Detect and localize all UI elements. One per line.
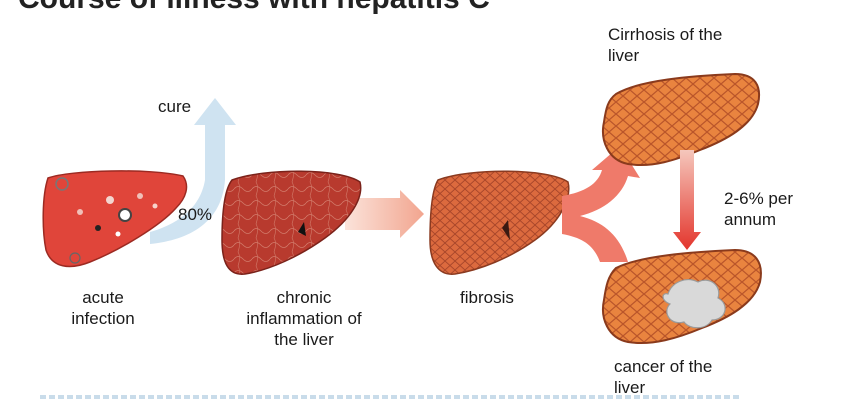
cirrhosis-label: Cirrhosis of the liver	[608, 25, 723, 65]
acute-infection-label: acute infection	[71, 288, 135, 328]
annual-rate-label: 2-6% per annum	[724, 189, 793, 229]
cancer-label: cancer of the liver	[614, 357, 713, 397]
cure-arrow	[150, 98, 236, 244]
cure-label: cure	[158, 97, 192, 116]
chronic-inflammation-label: chronic inflammation of the liver	[246, 288, 362, 349]
acute-infection-liver	[42, 170, 188, 268]
bottom-divider	[40, 395, 740, 399]
chronic-inflammation-liver	[221, 170, 362, 275]
tumor	[662, 279, 726, 329]
fibrosis-liver	[429, 170, 570, 275]
progression-arrow	[345, 190, 424, 238]
cirrhosis-liver	[602, 72, 760, 166]
diagram-title: Course of illness with hepatitis C	[18, 0, 490, 16]
cancer-progression-arrow	[673, 150, 701, 250]
fibrosis-label: fibrosis	[460, 288, 514, 307]
cure-rate-label: 80%	[178, 205, 213, 224]
cancer-liver	[602, 248, 762, 344]
split-arrow	[562, 146, 640, 262]
